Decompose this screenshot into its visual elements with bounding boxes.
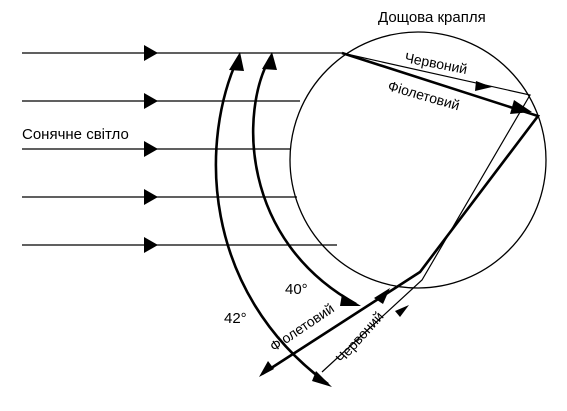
sun-ray-arrow-4 <box>144 189 158 205</box>
violet-internal-arrow <box>510 100 532 114</box>
violet-exit-arrow-mid <box>374 288 390 304</box>
red-angle-label: 42° <box>224 310 247 327</box>
violet-arc-arrow-top <box>262 52 277 70</box>
inner-violet-label: Фіолетовий <box>386 78 461 114</box>
red-arc-arrow-top <box>229 52 244 71</box>
red-exit-arrow-mid <box>395 305 409 317</box>
sun-ray-arrow-5 <box>144 237 158 253</box>
sun-ray-arrow-3 <box>144 141 158 157</box>
red-ray-inside <box>321 52 531 373</box>
inner-red-label: Червоний <box>403 49 468 77</box>
exit-violet-label: Фіолетовий <box>267 300 337 355</box>
sunlight-label: Сонячне світло <box>22 126 129 143</box>
sunlight-rays <box>22 52 342 246</box>
violet-ray-inside <box>261 51 541 376</box>
exit-red-label: Червоний <box>332 308 386 366</box>
red-angle-arc <box>214 57 329 386</box>
violet-angle-arc <box>251 57 357 306</box>
violet-angle-label: 40° <box>285 281 308 298</box>
red-arc-arrow-bottom <box>312 371 332 387</box>
violet-exit-arrow-end <box>259 361 274 377</box>
red-internal-arrow <box>475 81 492 91</box>
sunlight-arrowheads <box>144 45 158 253</box>
sun-ray-arrow-1 <box>144 45 158 61</box>
sun-ray-arrow-2 <box>144 93 158 109</box>
raindrop-title: Дощова крапля <box>378 9 486 26</box>
violet-arc-arrow-bottom <box>340 294 361 306</box>
raindrop <box>289 31 547 289</box>
